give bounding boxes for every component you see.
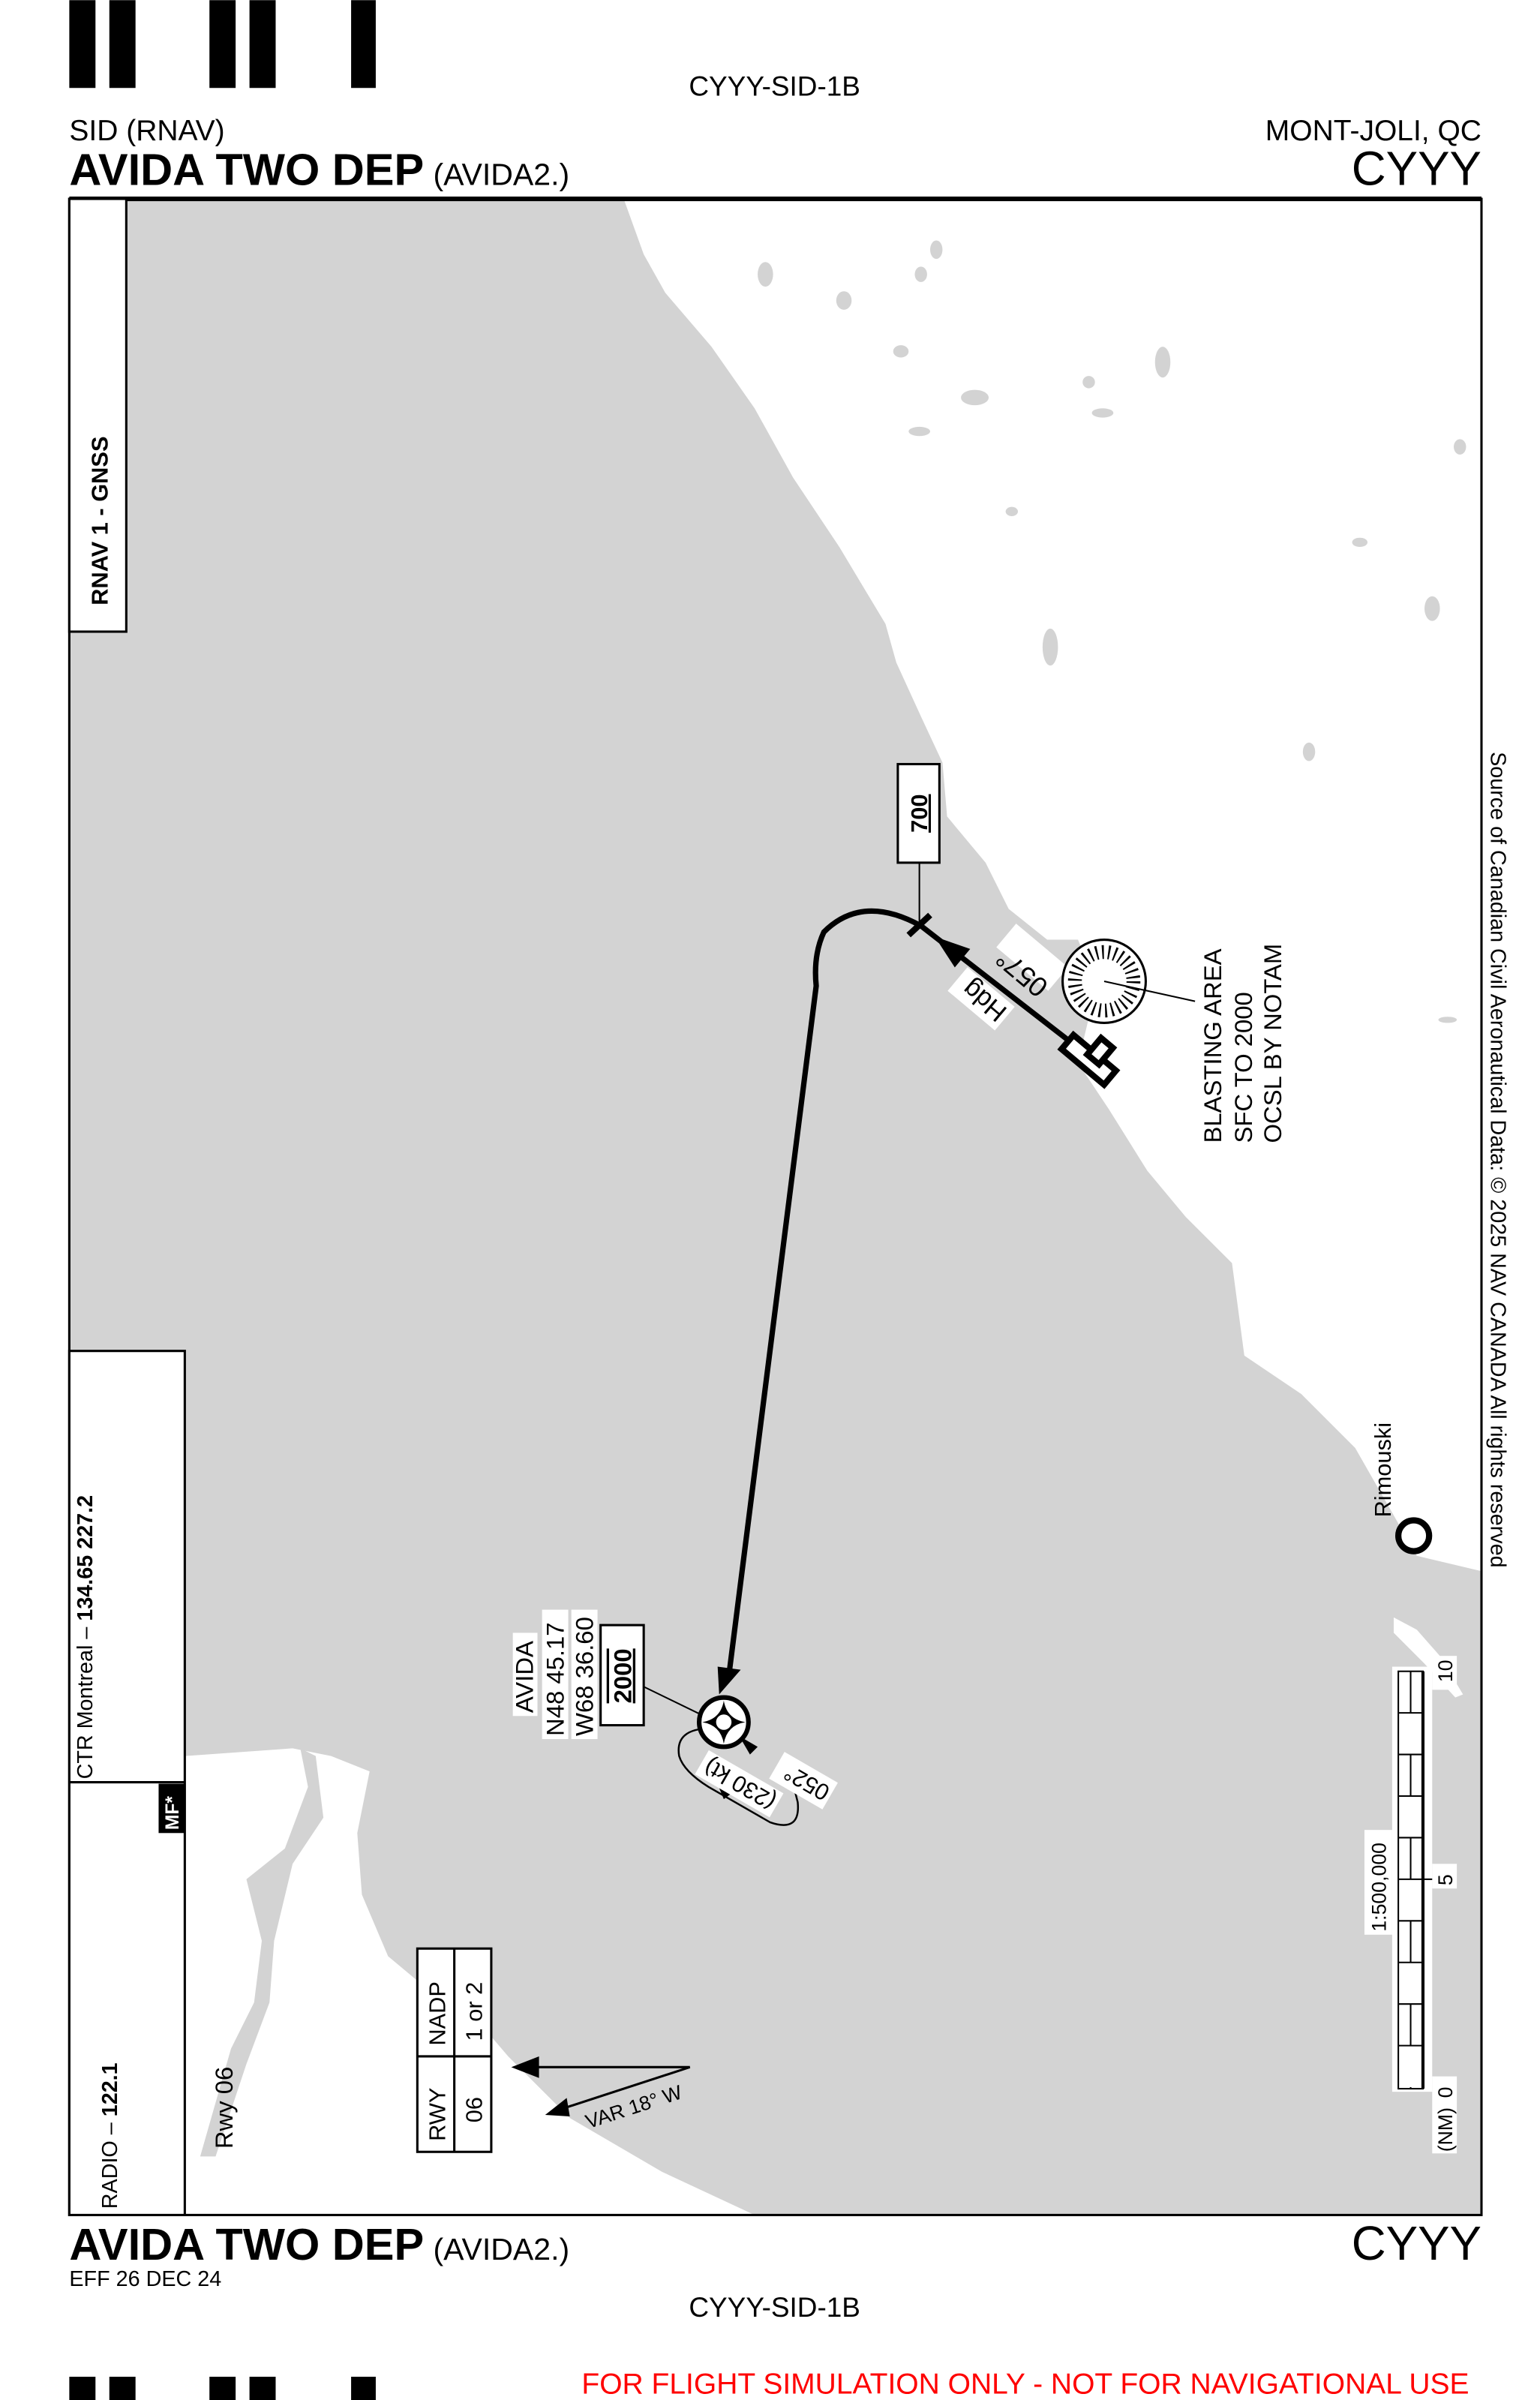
comms-box: CTR Montreal – 134.65 227.2 MF* RADIO – … [68,1350,186,2216]
footer-chart-id: CYYY-SID-1B [689,2292,860,2323]
barcode-top [69,0,376,89]
copyright: Source of Canadian Civil Aeronautical Da… [1485,752,1509,1568]
rwy-header: RWY [424,2088,450,2141]
fix-name: AVIDA [510,1641,538,1713]
islands [758,240,1466,1023]
rwy-cell: 06 [461,2097,488,2122]
scale-bar: 1:500,000 0 5 10 (NM) [1364,1656,1457,2154]
ctr-label: CTR Montreal – [74,1621,98,1780]
barcode-bottom [69,2376,376,2400]
nadp-header: NADP [424,1981,450,2046]
fix-lon: W68 36.60 [570,1617,598,1736]
scale-tick-10: 10 [1434,1660,1457,1682]
river-estuary [185,1748,755,2215]
effective-date: EFF 26 DEC 24 [69,2267,221,2291]
footer-procedure-code: (AVIDA2.) [434,2232,570,2266]
airport-id: CYYY [1352,143,1481,196]
airport-symbol [1057,1030,1121,1089]
hdg-arrow [935,936,971,968]
runway-label: Rwy 06 [210,2067,238,2149]
avida-fix: AVIDA N48 45.17 W68 36.60 2000 052° (230… [510,1609,838,1826]
ctr-freqs: 134.65 227.2 [74,1495,98,1621]
footer-title: AVIDA TWO DEP (AVIDA2.) [69,2219,569,2269]
nav-spec-box: RNAV 1 - GNSS [68,197,128,633]
procedure-title: AVIDA TWO DEP (AVIDA2.) [69,145,569,195]
nav-spec: RNAV 1 - GNSS [87,437,113,605]
land-mass [69,199,1481,2215]
route-track [725,908,1088,1680]
scale-ratio: 1:500,000 [1368,1843,1391,1932]
fix-lat: N48 45.17 [541,1622,569,1736]
river-channel [200,1748,324,2157]
blasting-line-2: SFC TO 2000 [1229,992,1257,1143]
blasting-area: BLASTING AREA SFC TO 2000 OCSL BY NOTAM [1061,939,1286,1143]
scale-unit: (NM) [1434,2107,1457,2152]
blasting-line-1: BLASTING AREA [1199,948,1226,1143]
fix-altitude: 2000 [609,1648,637,1703]
route-arrow [717,1666,741,1695]
location: MONT-JOLI, QC [1265,115,1481,147]
ctr-frequency: CTR Montreal – 134.65 227.2 [74,1495,98,1780]
chart-id: CYYY-SID-1B [689,71,860,101]
footer-procedure-name: AVIDA TWO DEP [69,2219,424,2269]
holding-pattern [677,1727,800,1826]
nadp-cell: 1 or 2 [461,1982,488,2041]
radio-freq: 122.1 [98,2062,122,2116]
procedure-name: AVIDA TWO DEP [69,145,424,195]
procedure-type: SID (RNAV) [69,115,224,147]
scale-tick-5: 5 [1434,1874,1457,1885]
town-name: Rimouski [1370,1422,1396,1518]
hdg-label-group: 057° Hdg [947,924,1068,1031]
altitude-700: 700 [906,794,932,833]
radio-label: RADIO – [98,2116,122,2209]
footer-airport-id: CYYY [1352,2217,1481,2270]
radio-frequency: RADIO – 122.1 [98,2062,122,2209]
blasting-line-3: OCSL BY NOTAM [1259,944,1286,1143]
rwy-nadp-table: RWY NADP 06 1 or 2 [416,1947,493,2153]
departure-route: 700 057° Hdg [717,762,1121,1695]
mf-badge: MF* [163,1796,183,1831]
disclaimer: FOR FLIGHT SIMULATION ONLY - NOT FOR NAV… [581,2368,1469,2400]
rimouski-town: Rimouski [1370,1422,1433,1554]
procedure-code: (AVIDA2.) [434,158,570,192]
scale-tick-0: 0 [1434,2087,1457,2098]
map-area [68,196,1483,2216]
